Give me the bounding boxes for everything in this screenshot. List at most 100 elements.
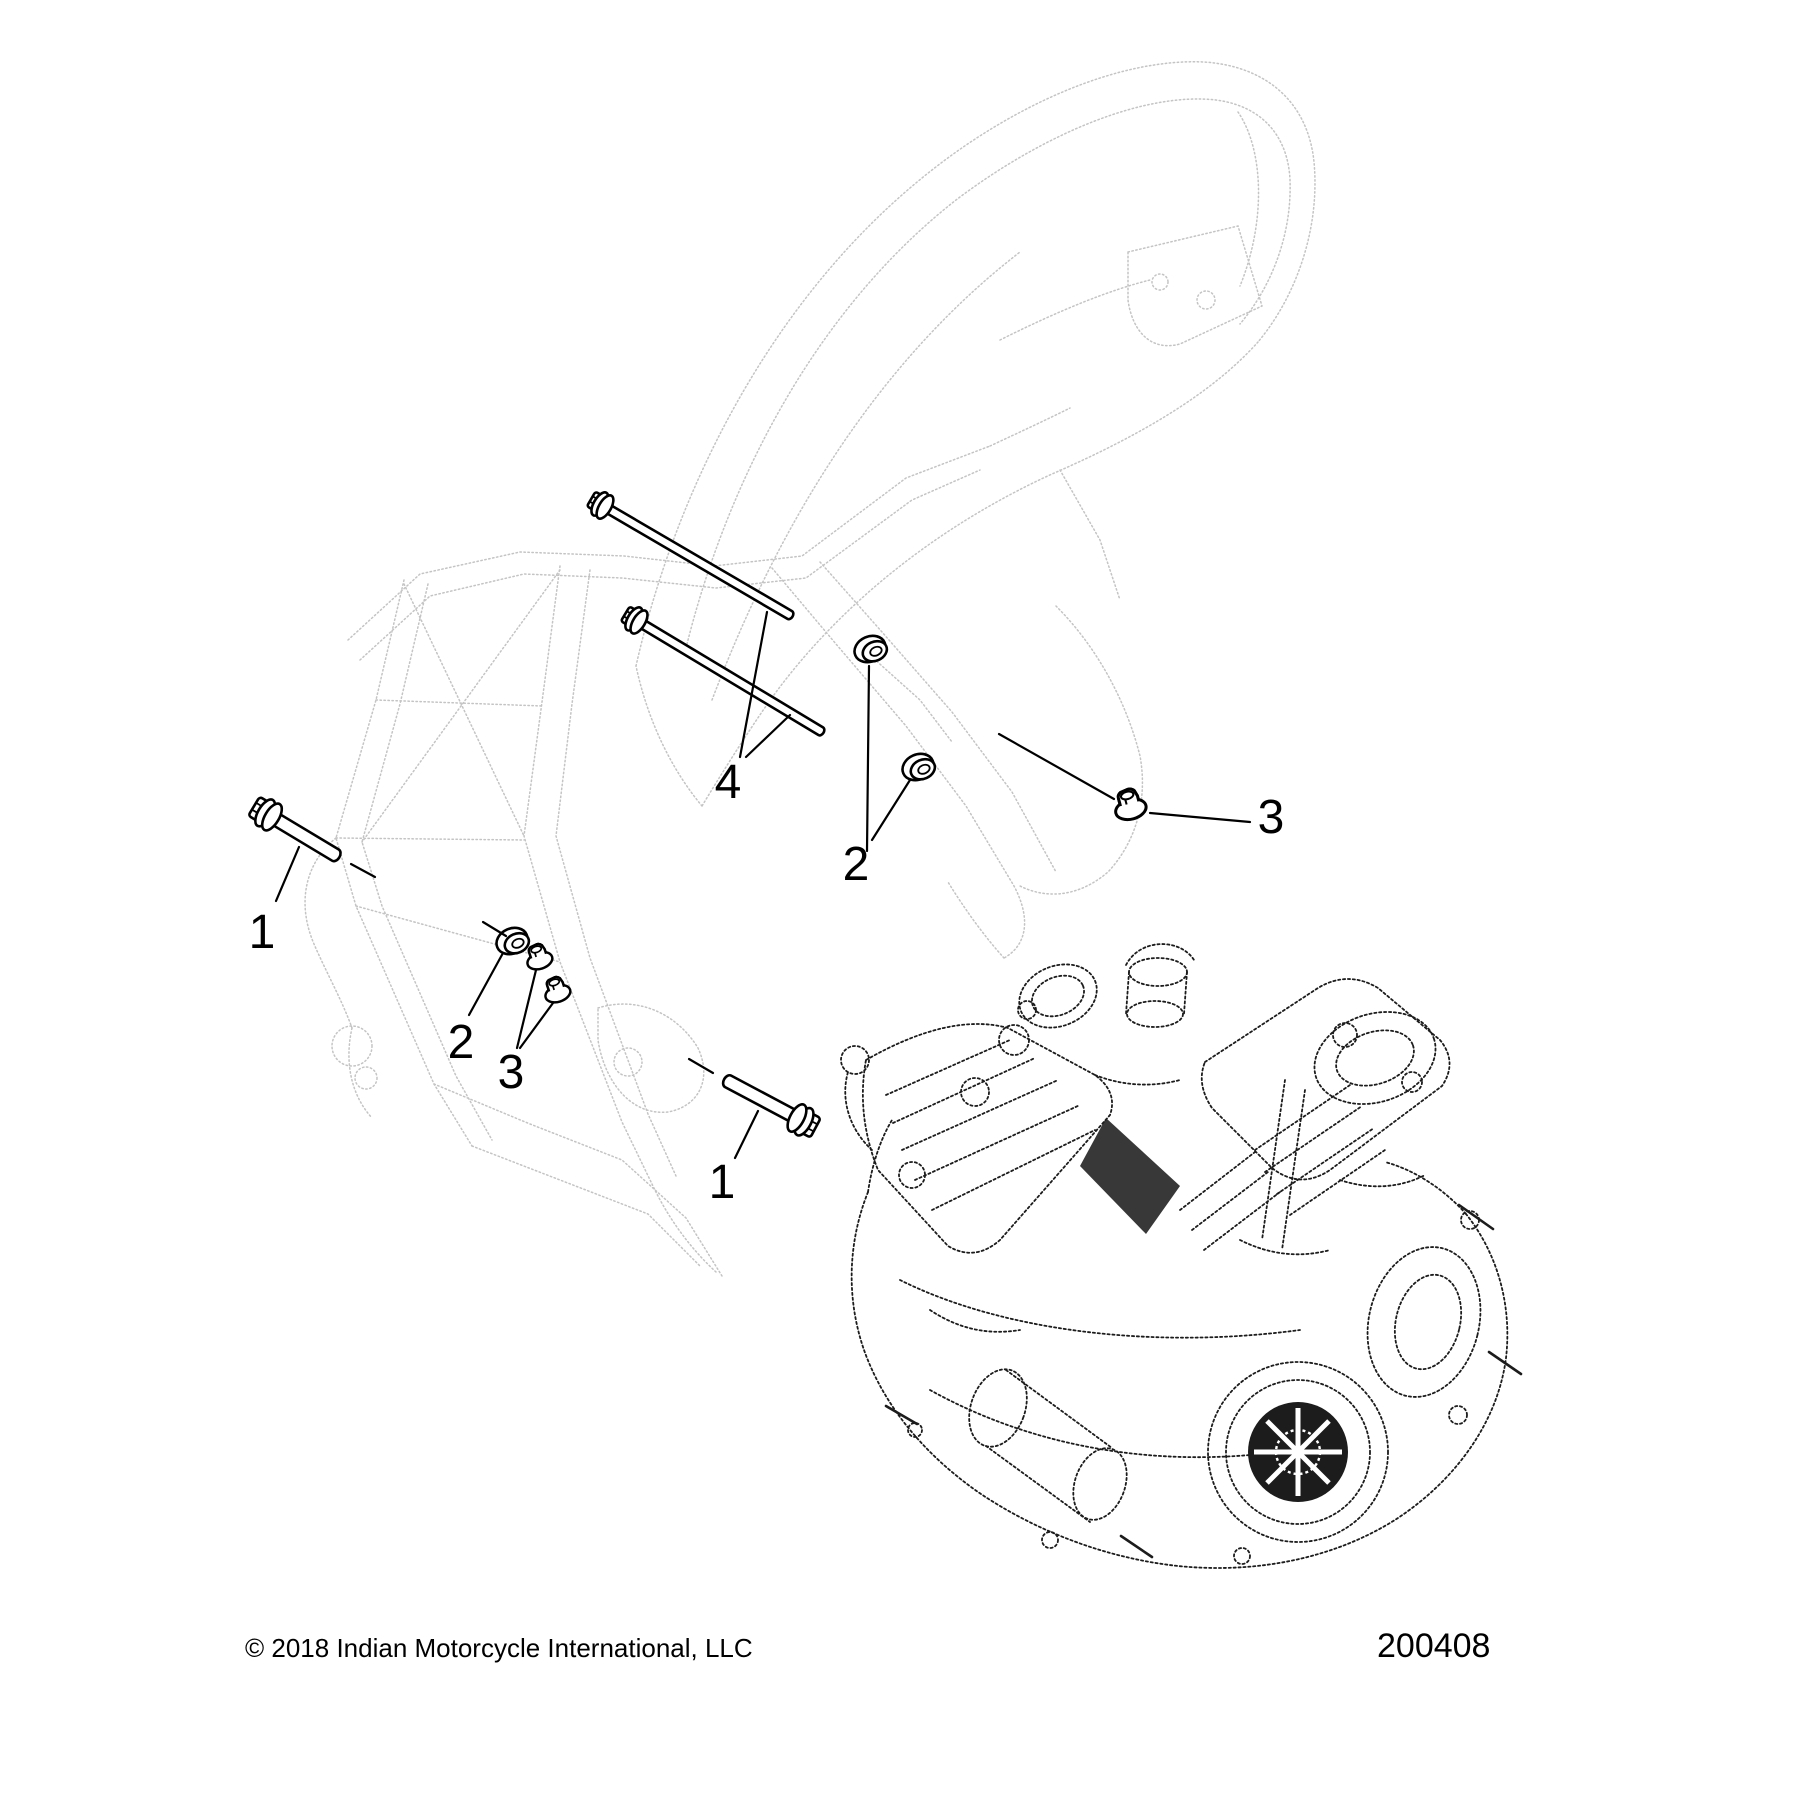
pushrod-tubes xyxy=(1261,1079,1306,1251)
case-bolt xyxy=(907,1422,923,1438)
front-fitting xyxy=(840,1045,870,1075)
mount-lug-hole xyxy=(331,1025,373,1067)
front-cylinder-fin xyxy=(914,1104,1081,1181)
nut-3-left-b xyxy=(544,975,572,1004)
subframe-strut xyxy=(361,583,493,1141)
subframe-crossmember xyxy=(375,699,543,707)
fender-outer-edge xyxy=(635,61,1316,667)
front-cylinder-fin xyxy=(931,1129,1096,1211)
leader-lines xyxy=(274,610,1252,1160)
bolt-1-left xyxy=(248,796,342,863)
leader-callout-3-left-a xyxy=(515,968,538,1050)
starter-motor-cap xyxy=(1072,1447,1128,1521)
seat-bracket xyxy=(1127,225,1263,347)
subframe-crossmember xyxy=(335,837,525,841)
flywheel-spokes xyxy=(1254,1408,1342,1496)
flywheel-hub-ring xyxy=(1274,1428,1322,1476)
fender-tip-line xyxy=(1237,111,1260,287)
nut-3-left-a xyxy=(526,942,554,971)
right-frame-arm-top xyxy=(1059,469,1121,601)
engine-alignment-tick xyxy=(1487,1350,1523,1376)
seat-bracket-hole xyxy=(1151,273,1169,291)
leader-bolt-1-left-tip xyxy=(349,862,377,879)
spacer-2-middle-upper xyxy=(853,634,889,664)
callout-label-4: 4 xyxy=(715,756,742,809)
subframe-strut xyxy=(555,569,677,1177)
subframe-strut xyxy=(523,565,653,1185)
cylinder-vee-shadow xyxy=(1080,1118,1180,1234)
case-bolt xyxy=(1448,1405,1468,1425)
spacer-hole xyxy=(511,937,525,949)
bolt-flange xyxy=(595,494,615,520)
subframe-crossmember xyxy=(355,905,561,963)
side-cover xyxy=(1366,1246,1482,1398)
fender-inner-edge xyxy=(701,341,1259,807)
engine-illustration xyxy=(840,943,1523,1569)
leader-bolt-1-lower-tip xyxy=(687,1057,715,1075)
leader-callout-3-left-b xyxy=(518,1001,555,1050)
frame-top-rail-2 xyxy=(359,469,981,661)
leader-callout-2-left xyxy=(467,951,505,1017)
case-bolt xyxy=(1041,1531,1059,1549)
subframe-diagonal xyxy=(403,583,525,837)
leader-callout-2-middle-a xyxy=(865,664,871,853)
case-bolt xyxy=(1233,1547,1251,1565)
clutch-cover-ring xyxy=(1207,1361,1389,1543)
nut-hole xyxy=(1119,790,1135,801)
starter-motor-end xyxy=(968,1368,1028,1448)
bolt-shaft xyxy=(635,616,826,737)
cover-boss xyxy=(998,1024,1030,1056)
callout-label-1-lower: 1 xyxy=(709,1156,736,1209)
leader-spacer-axis xyxy=(481,920,508,938)
case-detail xyxy=(1239,1239,1331,1256)
throttle-body-side xyxy=(1125,971,1188,1015)
intake-horn xyxy=(1125,943,1195,966)
front-valve-cover xyxy=(1018,963,1098,1029)
fender-inner-arc xyxy=(685,98,1291,649)
callout-label-1-left: 1 xyxy=(249,906,276,959)
head-bolt xyxy=(960,1077,990,1107)
right-frame-arm xyxy=(1019,605,1144,895)
starter-motor-body xyxy=(1005,1369,1113,1449)
spacer-2-middle-lower xyxy=(901,752,937,782)
throttle-body-bottom xyxy=(1126,1000,1184,1028)
rear-cylinder-fin xyxy=(1289,1149,1386,1216)
rear-cylinder-fin xyxy=(1254,1084,1351,1151)
side-cover-inner xyxy=(1393,1273,1463,1371)
alternator-fins xyxy=(1179,1151,1281,1251)
rail-to-fender xyxy=(989,407,1071,447)
subframe-strut xyxy=(335,579,473,1147)
leader-callout-1-left xyxy=(274,845,301,903)
leader-callout-3-right xyxy=(1148,811,1252,824)
mid-frame-arm-2 xyxy=(819,561,1057,873)
clutch-cover-ring xyxy=(1225,1379,1371,1525)
leader-nut-3-right-frame xyxy=(997,732,1116,801)
crankcase-top-right xyxy=(1384,1161,1467,1215)
case-detail xyxy=(1339,1174,1426,1188)
cover-boss xyxy=(1017,1000,1037,1020)
front-hose xyxy=(844,1071,873,1151)
mid-frame-arm-3 xyxy=(947,881,1005,959)
front-cylinder-fin xyxy=(885,1039,1011,1096)
rear-valve-cover-inner xyxy=(1335,1029,1415,1087)
case-detail xyxy=(929,1309,1021,1333)
engine-alignment-tick xyxy=(1119,1534,1154,1559)
bolt-4-lower xyxy=(620,606,826,737)
engine-alignment-tick xyxy=(1457,1203,1495,1231)
starter-motor-body xyxy=(985,1445,1091,1523)
bolt-flange xyxy=(786,1103,808,1133)
diagram-number: 200408 xyxy=(1377,1627,1490,1665)
callout-labels: 1 1 2 2 3 3 4 xyxy=(249,756,1285,1209)
seat-bracket-hole xyxy=(1196,290,1216,310)
fender-length-line xyxy=(711,251,1021,701)
faded-frame-illustration xyxy=(304,61,1316,1277)
frame-hole xyxy=(613,1047,643,1077)
subframe-lower-rail xyxy=(433,1083,723,1277)
intake-runner xyxy=(1094,1074,1181,1086)
hardware-parts xyxy=(248,491,1148,1138)
mid-frame-arm xyxy=(771,567,1026,959)
frame-top-rail xyxy=(347,445,991,641)
lower-frame-line xyxy=(651,1183,717,1273)
spacer-hole xyxy=(917,763,931,775)
